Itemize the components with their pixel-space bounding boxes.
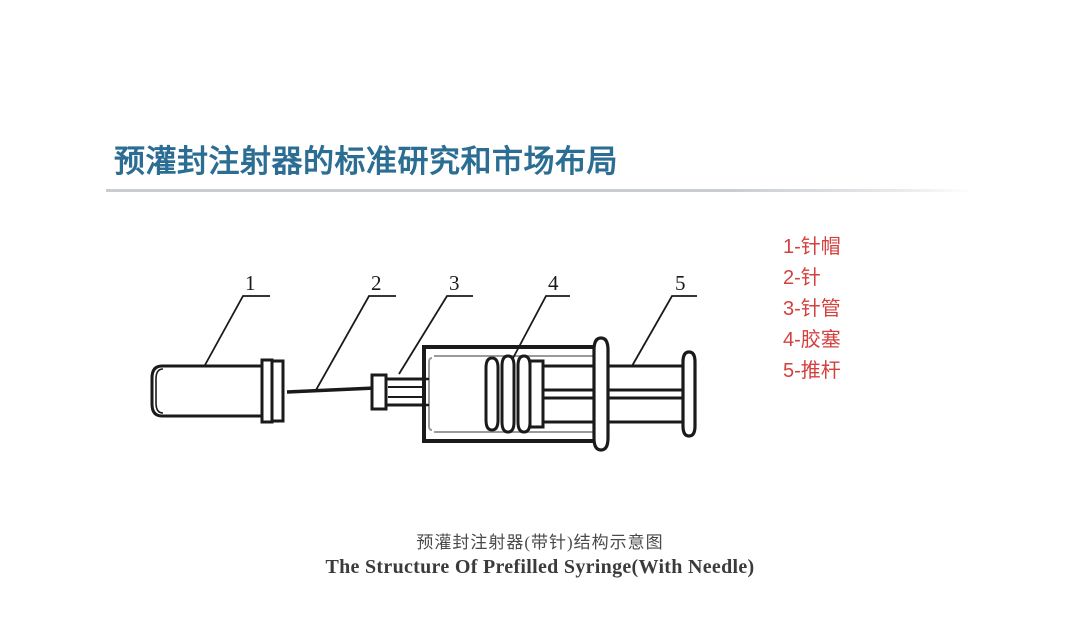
- callout-number-3: 3: [449, 271, 460, 295]
- rubber-stopper: [484, 354, 545, 434]
- callout-number-4: 4: [548, 271, 559, 295]
- needle-hub: [370, 373, 426, 411]
- legend-item-needle: 2-针: [783, 267, 821, 289]
- callout-numbers: 1 2 3 4 5: [245, 271, 686, 295]
- title-divider: [106, 189, 972, 192]
- callout-number-2: 2: [371, 271, 382, 295]
- finger-flange: [592, 336, 610, 452]
- thumb-pad: [681, 350, 697, 438]
- callout-number-1: 1: [245, 271, 256, 295]
- legend-item-needle-cap: 1-针帽: [783, 236, 841, 258]
- page-title: 预灌封注射器的标准研究和市场布局: [114, 144, 618, 179]
- caption-english: The Structure Of Prefilled Syringe(With …: [325, 556, 755, 578]
- syringe-barrel: [422, 345, 602, 443]
- callout-number-5: 5: [675, 271, 686, 295]
- parts-legend: 1-针帽 2-针 3-针管 4-胶塞 5-推杆: [783, 232, 841, 387]
- figure-caption: 预灌封注射器(带针)结构示意图 The Structure Of Prefill…: [0, 528, 1080, 579]
- legend-item-barrel: 3-针管: [783, 298, 841, 320]
- legend-item-plunger-rod: 5-推杆: [783, 360, 841, 382]
- plunger-rod: [543, 364, 690, 424]
- needle: [286, 386, 376, 394]
- caption-chinese: 预灌封注射器(带针)结构示意图: [416, 533, 664, 552]
- needle-cap: [150, 358, 285, 424]
- callout-leaders: [204, 295, 697, 391]
- legend-item-rubber-stopper: 4-胶塞: [783, 329, 841, 351]
